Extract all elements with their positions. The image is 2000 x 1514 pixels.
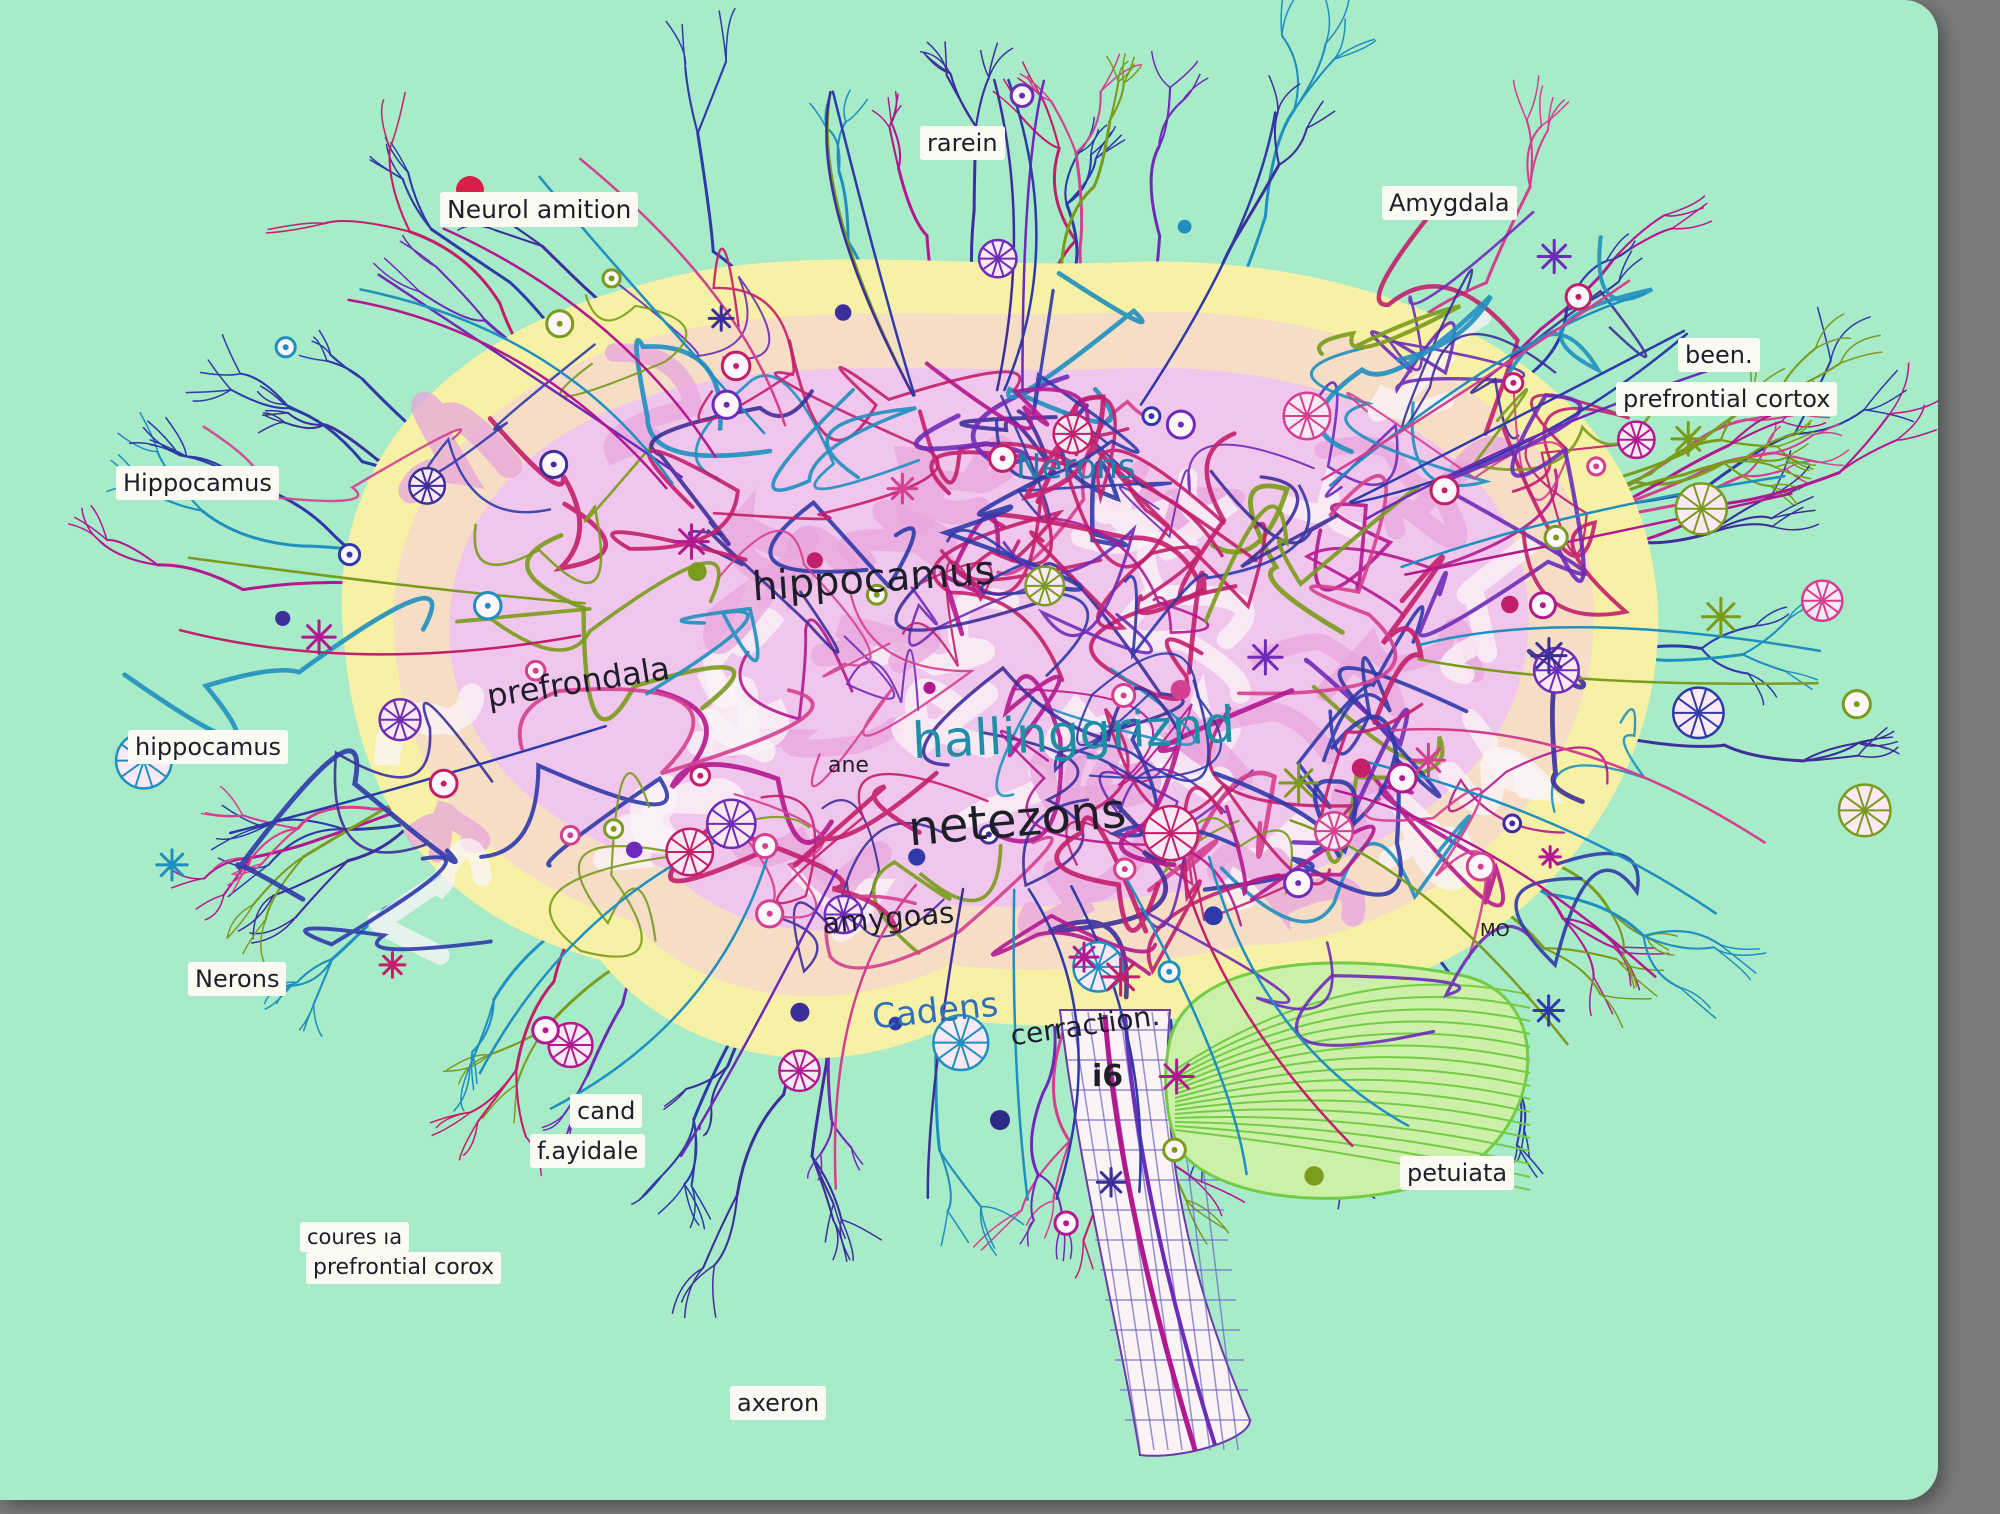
inner-label-mo: MO <box>1480 920 1510 941</box>
label-fayidale: f.ayidale <box>530 1134 646 1168</box>
brain-neuron-illustration <box>0 0 1938 1500</box>
label-neurol-amition: Neurol amition <box>440 192 639 228</box>
label-petuiata: petuiata <box>1400 1156 1515 1190</box>
diagram-board: Neurol amition rarein Amygdala been. pre… <box>0 0 1938 1500</box>
label-coures: coures ıa <box>300 1222 410 1253</box>
label-prefrontial-cortox: prefrontial cortox <box>1616 382 1838 416</box>
inner-label-i6: i6 <box>1092 1059 1124 1094</box>
brainstem <box>1058 1009 1252 1457</box>
inner-label-ane: ane <box>828 753 869 778</box>
label-nerons: Nerons <box>188 962 287 996</box>
inner-label-nerons: Nerons <box>1016 447 1136 487</box>
label-been: been. <box>1678 338 1760 372</box>
label-hippocamus-title: Hippocamus <box>116 466 279 500</box>
label-hippocamus-left: hippocamus <box>128 730 289 764</box>
neuron-tangle <box>122 78 1822 1201</box>
cerebellum <box>1164 961 1531 1200</box>
label-prefrontial-corox: prefrontial corox <box>306 1252 502 1284</box>
label-axeron: axeron <box>730 1386 827 1420</box>
label-amygdala: Amygdala <box>1382 186 1517 220</box>
label-rarein: rarein <box>920 126 1005 160</box>
label-cand: cand <box>570 1094 643 1128</box>
